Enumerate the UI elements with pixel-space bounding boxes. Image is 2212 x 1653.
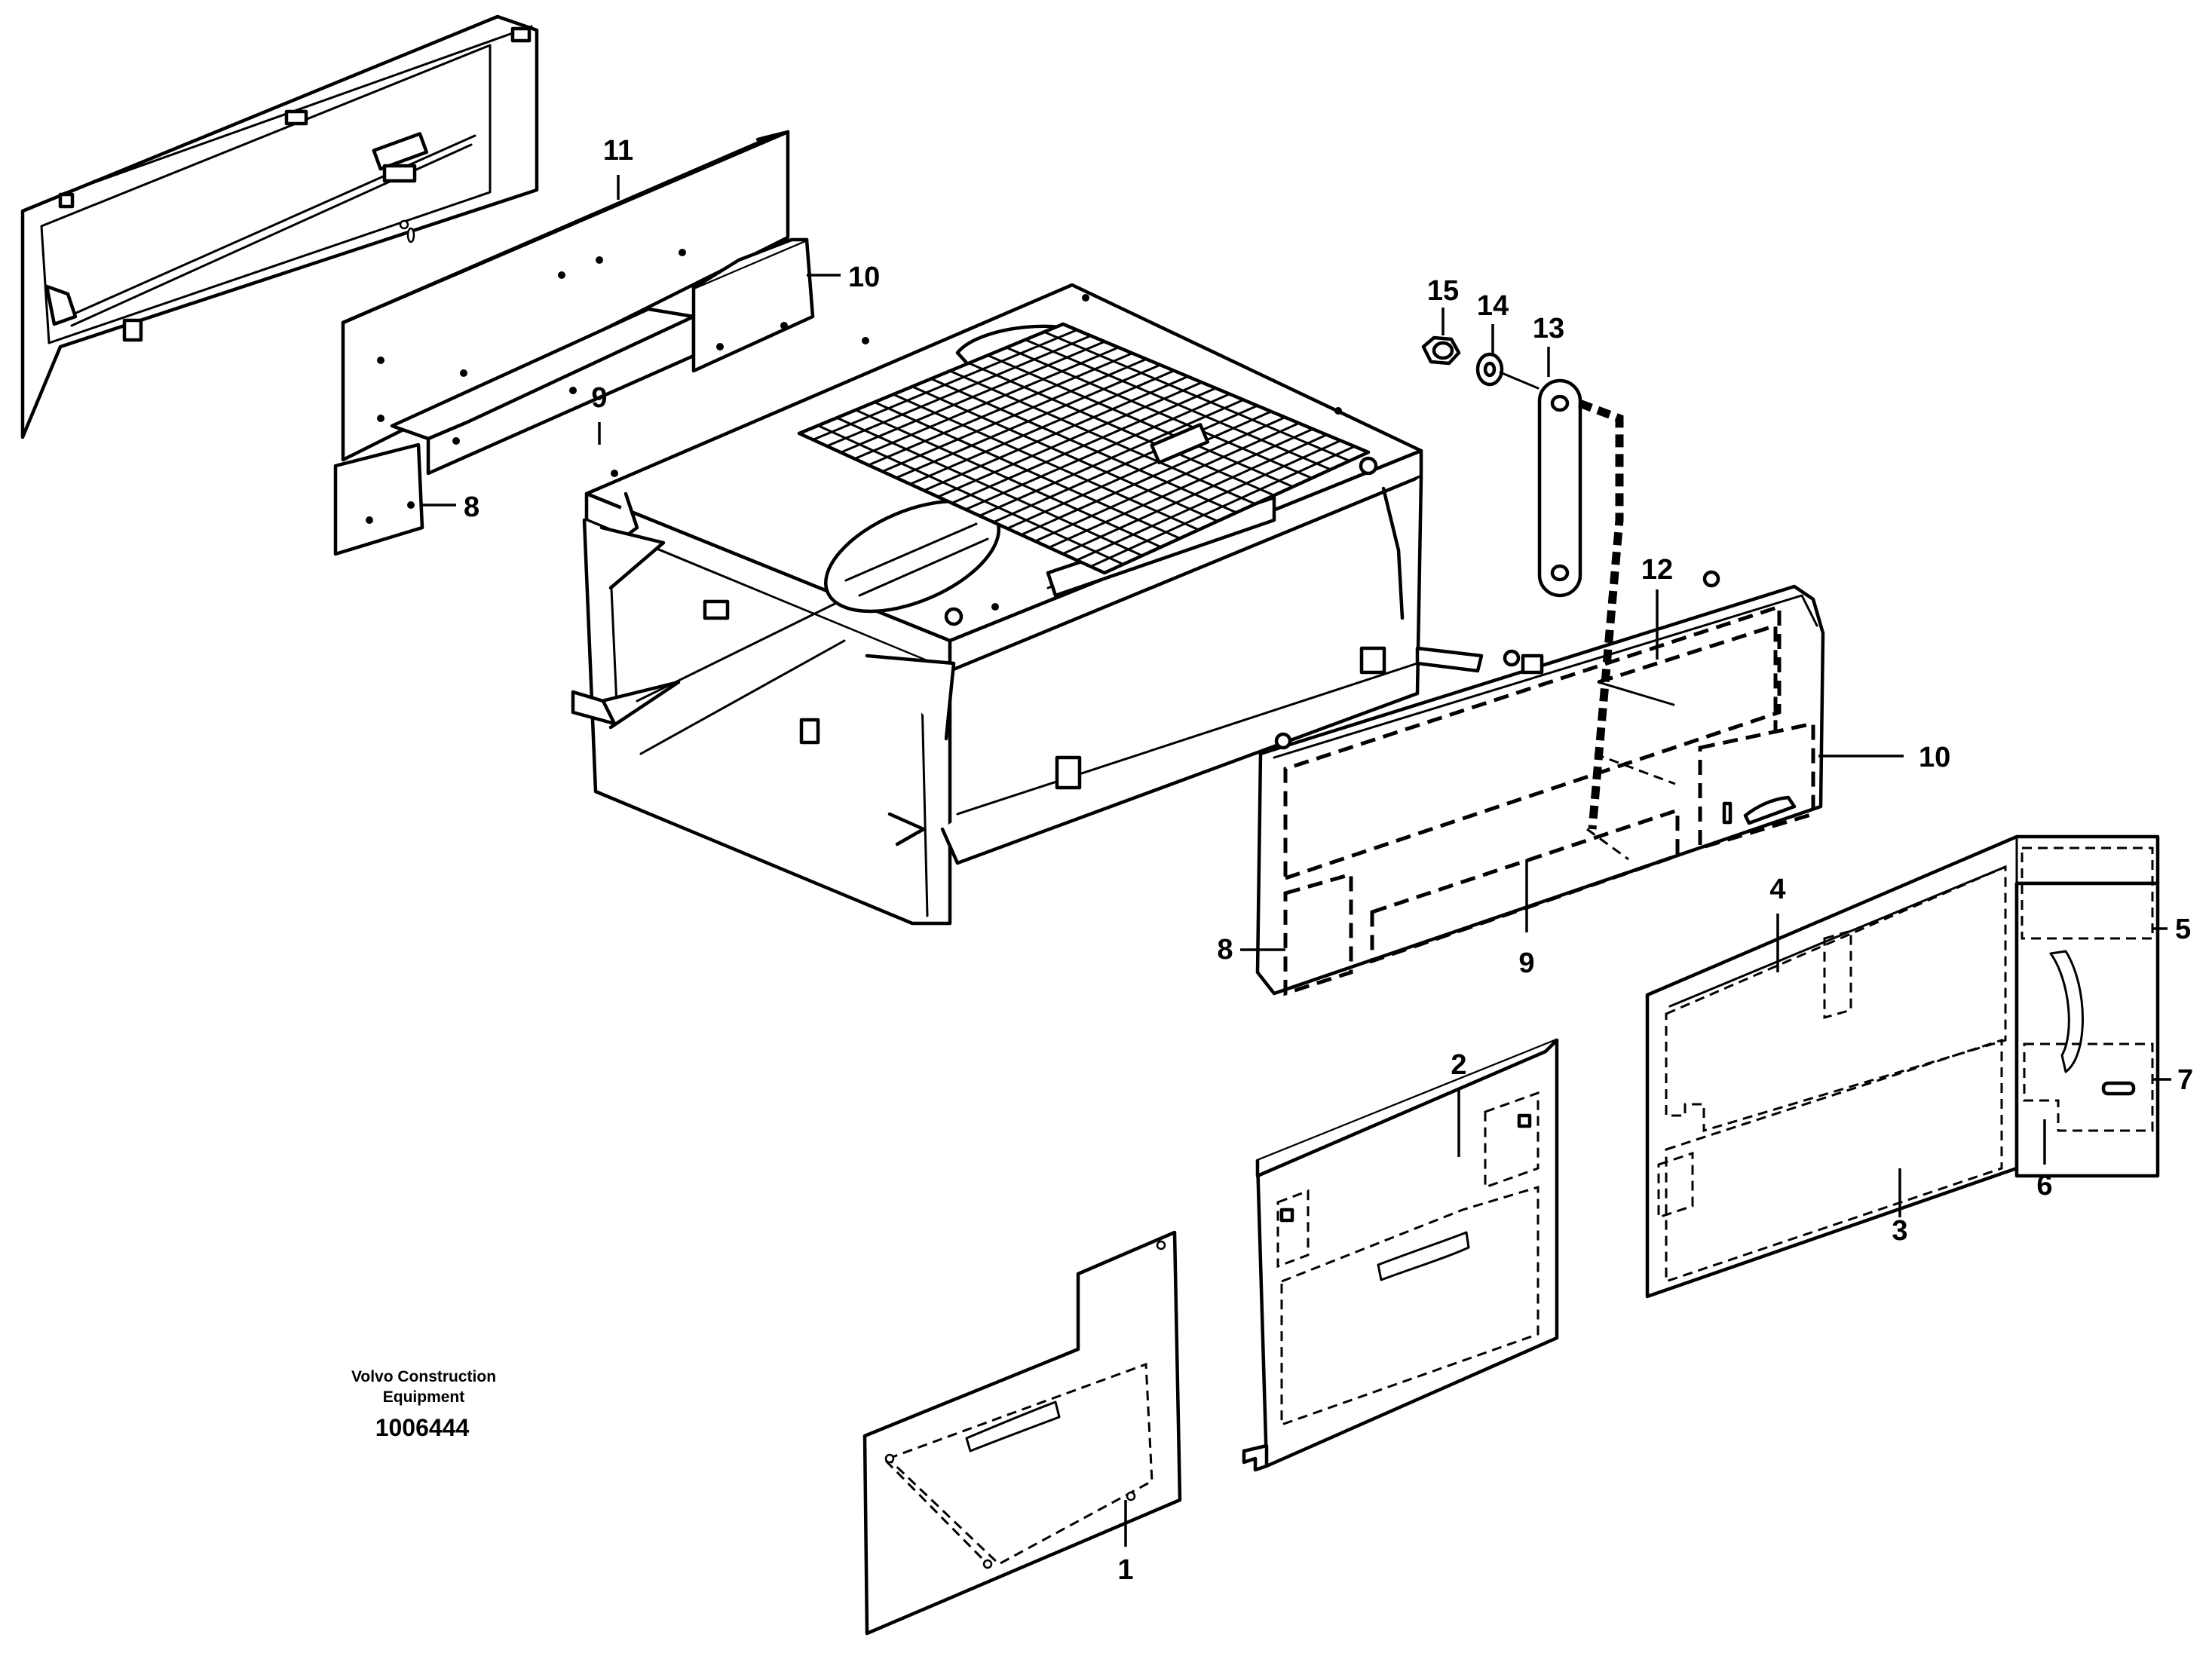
part-5-6-7-region	[2014, 846, 2160, 1178]
callout-3: 3	[1892, 1215, 1907, 1247]
callout-10-upper: 10	[848, 262, 880, 293]
callout-6: 6	[2036, 1170, 2052, 1201]
washer-14	[1475, 352, 1540, 390]
leader-lines	[422, 175, 2171, 1547]
callout-15: 15	[1427, 275, 1459, 307]
callout-14: 14	[1477, 290, 1509, 322]
part-11-beam	[341, 130, 790, 462]
caption-line-1: Volvo Construction	[351, 1368, 496, 1385]
part-8-upper-block	[333, 442, 424, 556]
callout-2: 2	[1451, 1049, 1466, 1081]
part-2-panel	[1242, 1038, 1559, 1472]
upper-left-panel	[20, 14, 539, 439]
caption-line-2: Equipment	[383, 1388, 465, 1406]
part-1-panel	[862, 1230, 1182, 1636]
nut-15	[1421, 335, 1461, 366]
figure-caption: Volvo Construction Equipment 1006444	[351, 1368, 496, 1441]
callout-8-lower: 8	[1217, 934, 1233, 966]
callout-7: 7	[2177, 1064, 2193, 1096]
callouts: 11 10 9 8 15 14 13 12 10 9 8 2 4 5 7 6 3…	[464, 135, 2193, 1586]
part-10-upper-block	[691, 237, 815, 373]
strap-13-chain	[1578, 399, 1624, 830]
callout-10-lower: 10	[1919, 742, 1950, 773]
figure-number: 1006444	[375, 1414, 470, 1441]
callout-9-lower: 9	[1518, 947, 1534, 979]
right-long-panel	[1255, 570, 1825, 996]
callout-4: 4	[1769, 874, 1785, 905]
callout-5: 5	[2175, 914, 2191, 945]
callout-9-upper: 9	[591, 382, 607, 414]
fasteners	[1421, 335, 1582, 598]
callout-1: 1	[1117, 1554, 1133, 1586]
center-frame	[571, 283, 1484, 926]
frame-grill	[797, 322, 1371, 575]
callout-11: 11	[603, 135, 633, 167]
callout-13: 13	[1533, 313, 1564, 344]
callout-8-upper: 8	[464, 491, 479, 523]
strap-13	[1537, 378, 1582, 598]
callout-12: 12	[1641, 554, 1673, 586]
